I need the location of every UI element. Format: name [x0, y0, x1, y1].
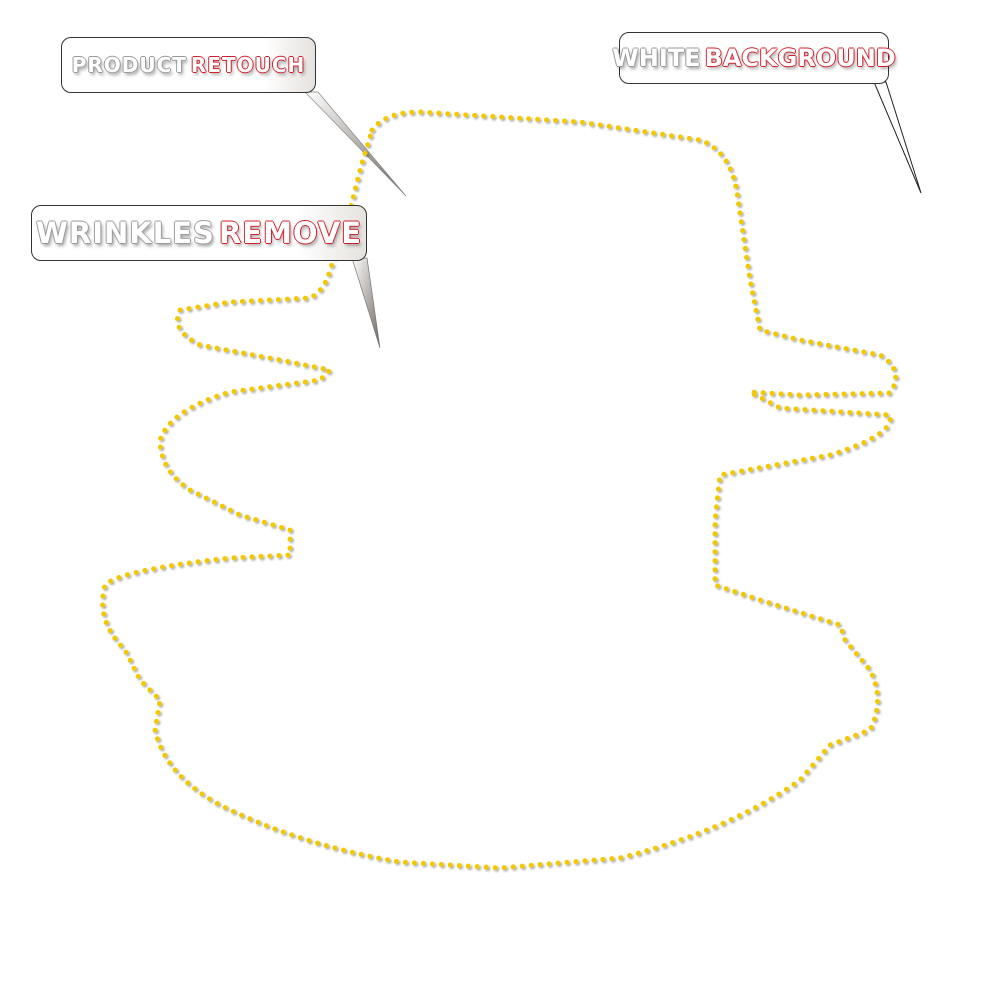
- white-background-word1: WHITE: [612, 44, 701, 72]
- wrinkles-remove-callout: WRINKLES REMOVE: [31, 205, 367, 261]
- product-retouch-tail: [304, 91, 407, 197]
- wrinkles-remove-word1: WRINKLES: [35, 216, 215, 250]
- product-retouch-callout: PRODUCT RETOUCH: [61, 37, 316, 93]
- white-background-callout: WHITE BACKGROUND: [612, 32, 896, 84]
- product-retouch-word1: PRODUCT: [71, 53, 187, 77]
- wrinkles-remove-word2: REMOVE: [218, 216, 363, 250]
- product-retouch-word2: RETOUCH: [190, 53, 306, 77]
- white-background-word2: BACKGROUND: [704, 44, 896, 72]
